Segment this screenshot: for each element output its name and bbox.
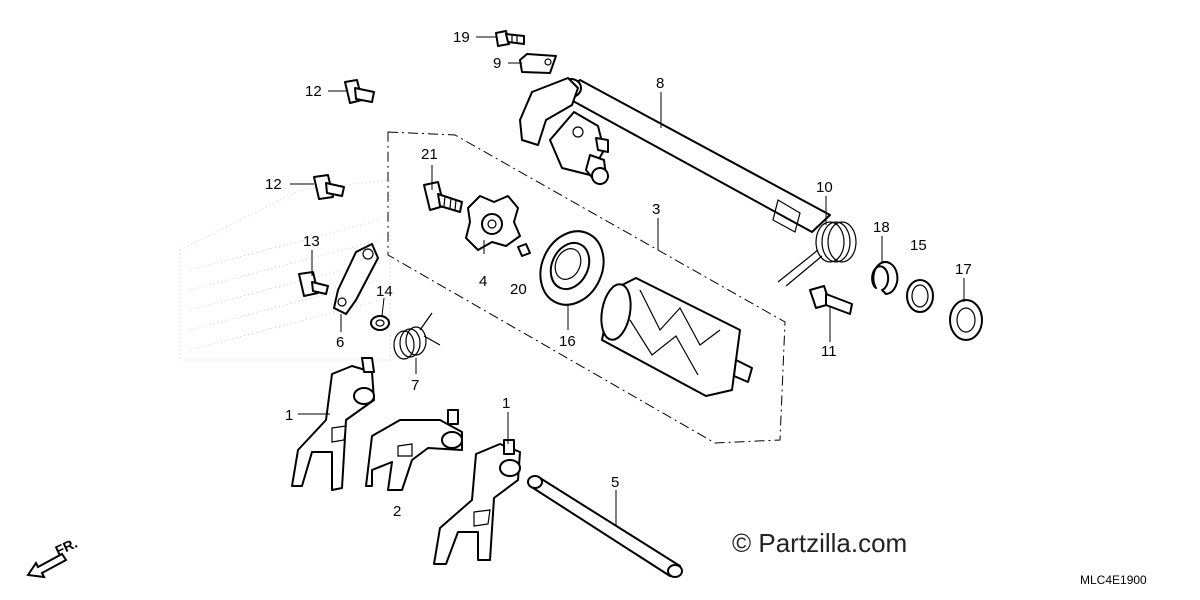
part-21-bolt[interactable]	[423, 181, 463, 213]
part-12-bolt-upper[interactable]	[344, 79, 375, 104]
assembly-outline	[387, 131, 786, 444]
part-20-pin[interactable]	[517, 243, 531, 257]
part-8-shift-spindle[interactable]	[519, 77, 831, 233]
part-1-shift-fork-right[interactable]	[433, 439, 521, 565]
part-18-circlip[interactable]	[871, 261, 899, 295]
part-15-washer[interactable]	[906, 279, 934, 313]
part-5-fork-shaft[interactable]	[527, 475, 683, 578]
part-14-washer[interactable]	[370, 315, 390, 331]
part-11-bolt[interactable]	[809, 285, 853, 315]
callout-15: 15	[910, 237, 927, 254]
callout-21: 21	[421, 146, 438, 163]
callouts: 19 9 8 12 12 21 3 10 13 18 15 17 4 20 14…	[265, 29, 972, 520]
callout-2: 2	[393, 503, 401, 520]
callout-12-lower: 12	[265, 176, 282, 193]
callout-9: 9	[493, 55, 501, 72]
callout-11: 11	[821, 343, 837, 360]
callout-12-upper: 12	[305, 83, 322, 100]
part-4-star-plate[interactable]	[465, 195, 521, 251]
callout-4: 4	[479, 273, 487, 290]
part-6-stopper-arm[interactable]	[333, 243, 379, 315]
callout-7: 7	[411, 377, 419, 394]
part-13-bolt[interactable]	[298, 271, 329, 297]
part-12-bolt-lower[interactable]	[313, 174, 345, 200]
watermark: © Partzilla.com	[732, 528, 907, 558]
callout-14: 14	[376, 283, 393, 300]
part-7-spring[interactable]	[393, 312, 441, 360]
leader-lines	[290, 36, 965, 526]
part-9-plate[interactable]	[519, 53, 557, 74]
callout-16: 16	[559, 333, 576, 350]
part-19-bolt[interactable]	[495, 30, 525, 47]
front-indicator-label: FR.	[53, 535, 80, 559]
part-17-oil-seal[interactable]	[949, 299, 983, 341]
callout-3: 3	[652, 201, 660, 218]
front-arrow-icon: FR.	[26, 535, 80, 579]
part-10-spring[interactable]	[777, 221, 857, 287]
callout-5: 5	[611, 474, 619, 491]
callout-8: 8	[656, 75, 664, 92]
part-2-shift-fork-center[interactable]	[365, 409, 463, 491]
diagram-code: MLC4E1900	[1080, 573, 1147, 587]
callout-18: 18	[873, 219, 890, 236]
callout-1-left: 1	[285, 407, 293, 424]
part-16-bearing[interactable]	[529, 221, 615, 315]
callout-20: 20	[510, 281, 527, 298]
callout-19: 19	[453, 29, 470, 46]
part-1-shift-fork-left[interactable]	[291, 357, 375, 491]
callout-17: 17	[955, 261, 972, 278]
part-3-shift-drum[interactable]	[597, 277, 753, 397]
callout-10: 10	[816, 179, 833, 196]
callout-6: 6	[336, 334, 344, 351]
callout-1-right: 1	[502, 395, 510, 412]
callout-13: 13	[303, 233, 320, 250]
